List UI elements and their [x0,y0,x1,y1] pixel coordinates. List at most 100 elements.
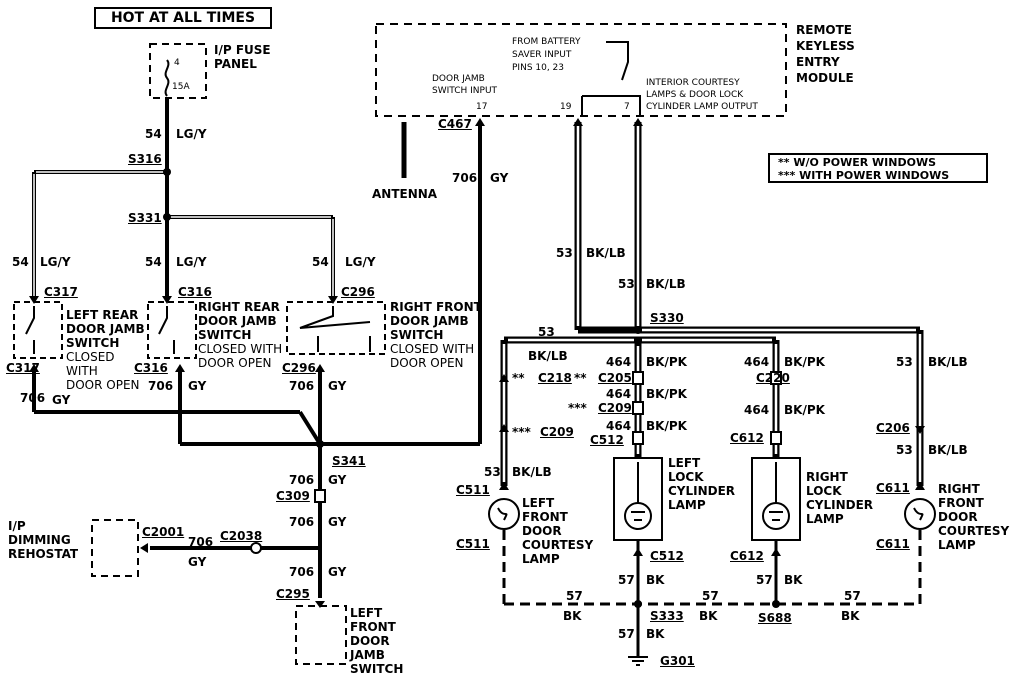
wire-706-module-circuit: 706 [452,171,478,185]
connector-marks-464 [632,371,782,445]
right-front-switch-label-5: DOOR OPEN [390,356,464,370]
connector-c205: C205 [598,371,632,385]
right-front-lamp-label-3: DOOR [938,510,978,524]
left-lock-lamp-label-4: LAMP [668,498,706,512]
connector-c296-top: C296 [341,285,375,299]
connector-c209-mid: C209 [598,401,632,415]
wire-57-gnd-circuit: 57 [618,627,635,641]
splice-s316-label: S316 [128,152,162,166]
wire-53-right-circuit: 53 [896,355,913,369]
connector-c511-bottom: C511 [456,537,490,551]
left-lock-lamp-label-1: LEFT [668,456,701,470]
wire-54-right-circuit: 54 [312,255,329,269]
left-front-courtesy-lamp [488,498,520,530]
wire-53-main-circuit: 53 [556,246,573,260]
wire-706-right-color: GY [328,379,347,393]
wire-53-main2-color: BK/LB [646,277,686,291]
connector-c296-bottom: C296 [282,361,316,375]
splice-s688-label: S688 [758,611,792,625]
connector-c611-top: C611 [876,481,910,495]
left-front-switch-label-2: FRONT [350,620,396,634]
right-rear-switch-label-4: CLOSED WITH [198,342,283,356]
wire-464-d-color: BK/PK [784,355,825,369]
legend-line-1: ** W/O POWER WINDOWS [778,156,936,169]
connector-c2001-arrow [140,543,148,553]
left-front-switch-label-5: SWITCH [350,662,404,676]
left-rear-switch-label-5: WITH [66,364,98,378]
right-lock-lamp-filament [769,462,783,521]
left-lock-lamp-label-2: LOCK [668,470,704,484]
right-rear-switch-label-5: DOOR OPEN [198,356,272,370]
connector-c220: C220 [756,371,790,385]
left-lock-lamp-filament [631,462,645,521]
module-door-jamb-2: SWITCH INPUT [432,86,498,96]
module-door-jamb-1: DOOR JAMB [432,74,485,84]
connector-c295: C295 [276,587,310,601]
left-front-switch-label-4: JAMB [350,648,385,662]
connector-c209-left: C209 [540,425,574,439]
dimming-rheostat-label-1: I/P [8,519,26,533]
right-rear-switch-label-2: DOOR JAMB [198,314,277,328]
connector-c467: C467 [438,117,472,131]
left-front-lamp-label-1: LEFT [522,496,555,510]
fuse-panel-box [149,43,207,99]
wire-464-a-color: BK/PK [646,355,687,369]
splice-s330-dot [634,326,642,334]
connector-c309: C309 [276,489,310,503]
left-rear-switch-label-2: DOOR JAMB [66,322,145,336]
legend-line-2: *** WITH POWER WINDOWS [778,169,950,182]
module-name-3: ENTRY [796,55,840,69]
wire-706-mid-circuit: 706 [148,379,174,393]
right-front-switch-label-1: RIGHT FRONT [390,300,482,314]
module-courtesy-1: INTERIOR COURTESY [646,78,740,88]
module-courtesy-3: CYLINDER LAMP OUTPUT [646,102,758,112]
module-name-4: MODULE [796,71,854,85]
module-name-2: KEYLESS [796,39,855,53]
left-front-switch-box [295,605,347,665]
right-lock-lamp-bulb [762,502,790,530]
right-rear-switch-label-1: RIGHT REAR [198,300,280,314]
left-lock-lamp-label-3: CYLINDER [668,484,736,498]
module-courtesy-2: LAMPS & DOOR LOCK [646,90,744,100]
right-front-lamp-filament [913,507,924,521]
wire-706-left-circuit: 706 [20,391,46,405]
fuse-number: 4 [174,58,180,68]
splice-s333-label: S333 [650,609,684,623]
right-rear-switch-box [147,301,197,359]
wire-706-s341-circuit: 706 [289,473,315,487]
wire-706-c295-color: GY [328,565,347,579]
wire-706-left-color: GY [52,393,71,407]
left-rear-switch-label-1: LEFT REAR [66,308,139,322]
left-front-lamp-label-3: DOOR [522,524,562,538]
fuse-panel-label-2: PANEL [214,57,257,71]
wire-706-mid-color: GY [188,379,207,393]
wire-57-l1-color: BK [646,573,665,587]
ground-g301-label: G301 [660,654,695,668]
wire-706-s341-color: GY [328,473,347,487]
left-front-lamp-label-2: FRONT [522,510,568,524]
connector-c317-top: C317 [44,285,78,299]
connector-arrows-706 [29,118,485,608]
ground-symbol [628,656,648,666]
connector-c511-top: C511 [456,483,490,497]
wire-53-rflamp-color: BK/LB [928,443,968,457]
splice-s333-dot [634,600,642,608]
dimming-rheostat-box [91,519,139,577]
right-lock-lamp-label-2: LOCK [806,484,842,498]
right-front-lamp-label-2: FRONT [938,496,984,510]
wire-464-b-color: BK/PK [646,387,687,401]
wire-53-lflamp-circuit: 53 [484,465,501,479]
connector-c316-top: C316 [178,285,212,299]
connector-c316-bottom: C316 [134,361,168,375]
wire-57-g1-color: BK [563,609,582,623]
wire-53-inner [502,126,922,482]
wire-706-c309-circuit: 706 [289,515,315,529]
left-lock-lamp-bulb [624,502,652,530]
splice-s341-dot [316,440,324,448]
wire-706-dim-color: GY [188,555,207,569]
right-front-switch-label-4: CLOSED WITH [390,342,475,356]
splice-s341-label: S341 [332,454,366,468]
wire-53-rflamp-circuit: 53 [896,443,913,457]
legend-box: ** W/O POWER WINDOWS *** WITH POWER WIND… [768,153,988,183]
